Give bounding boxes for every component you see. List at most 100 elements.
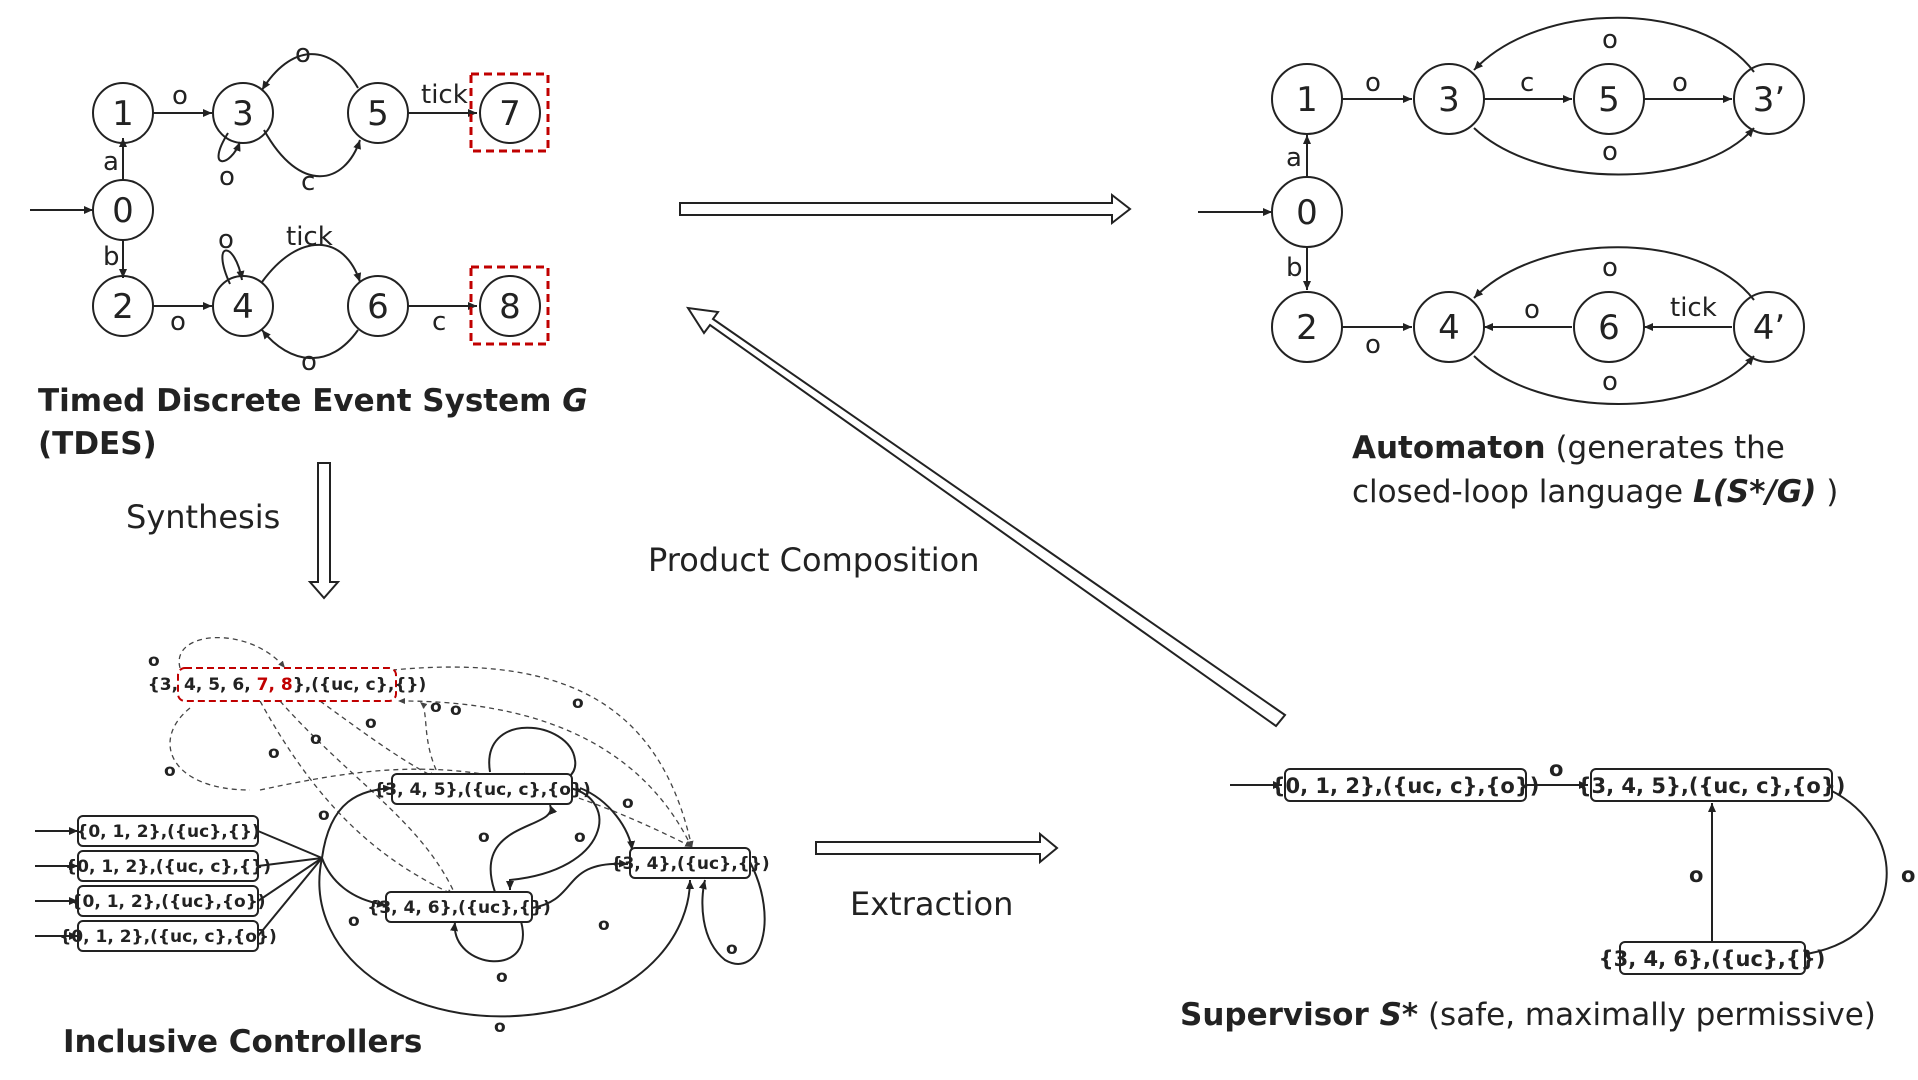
tdes-state-1-label: 1 bbox=[112, 94, 134, 134]
auto-label-tick-4p-6: tick bbox=[1670, 293, 1717, 323]
incl-dashed-top-to-34 bbox=[259, 768, 693, 848]
incl-merge-3 bbox=[257, 857, 323, 902]
incl-merge-2 bbox=[257, 857, 323, 867]
sup-box-346 bbox=[1619, 941, 1806, 975]
auto-state-2-label: 2 bbox=[1296, 308, 1318, 348]
tdes-label-o-loop-4: o bbox=[218, 225, 234, 255]
incl-dashed-top-to-345 bbox=[319, 700, 437, 779]
tdes-caption-line2: (TDES) bbox=[38, 426, 157, 462]
auto-state-6 bbox=[1573, 291, 1645, 363]
tdes-label-o-6-4: o bbox=[301, 347, 317, 377]
auto-label-o-2-4: o bbox=[1365, 330, 1381, 360]
auto-state-3 bbox=[1413, 63, 1485, 135]
tdes-label-c-6-8: c bbox=[432, 307, 446, 337]
incl-dashed-top-to-34b bbox=[373, 666, 694, 849]
tdes-state-6-label: 6 bbox=[367, 287, 389, 327]
incl-loop-346 bbox=[450, 917, 524, 963]
incl-o-5: o bbox=[430, 697, 442, 717]
incl-box-34 bbox=[629, 847, 751, 879]
inclusive-boxes: {3, 4, 5, 6, 7, 8},({uc, c},{}) {3, 4, 5… bbox=[59, 667, 770, 952]
auto-label-o-1-3: o bbox=[1365, 68, 1381, 98]
incl-box-345-label: {3, 4, 5},({uc, c},{o}) bbox=[373, 780, 591, 800]
incl-init-box-4 bbox=[77, 920, 259, 952]
automaton-caption-line1: Automaton (generates the bbox=[1352, 430, 1785, 466]
incl-merge-1 bbox=[257, 830, 323, 859]
incl-dashed-345-to-top bbox=[419, 701, 441, 779]
tdes-edge-6-4 bbox=[261, 329, 359, 360]
incl-dashed-34-to-top bbox=[397, 697, 693, 849]
product-composition-label: Product Composition bbox=[648, 541, 980, 579]
tdes-state-5 bbox=[347, 82, 409, 144]
incl-o-1: o bbox=[148, 651, 160, 671]
auto-state-0 bbox=[1271, 176, 1343, 248]
extraction-arrow-right bbox=[815, 831, 1059, 865]
incl-o-12: o bbox=[574, 827, 586, 847]
auto-edge-4-4p-bottom bbox=[1473, 355, 1755, 405]
incl-o-17: o bbox=[494, 1017, 506, 1037]
incl-o-6: o bbox=[268, 743, 280, 763]
synthesis-label: Synthesis bbox=[126, 498, 280, 536]
auto-edge-3p-3-top bbox=[1473, 16, 1755, 73]
incl-edge-345-34 bbox=[579, 787, 636, 851]
tdes-label-tick-5-7: tick bbox=[421, 80, 468, 110]
incl-dashed-loop-top bbox=[178, 636, 286, 669]
incl-edge-346-34 bbox=[531, 859, 629, 909]
tdes-state-2 bbox=[92, 275, 154, 337]
auto-state-3p-label: 3’ bbox=[1753, 80, 1785, 120]
sup-box-345-label: {3, 4, 5},({uc, c},{o}) bbox=[1577, 774, 1846, 798]
incl-loop-34 bbox=[698, 861, 766, 965]
incl-o-14: o bbox=[598, 915, 610, 935]
incl-o-10: o bbox=[622, 793, 634, 813]
incl-init-box-1-label: {0, 1, 2},({uc},{}) bbox=[76, 822, 260, 842]
extraction-label: Extraction bbox=[850, 885, 1013, 923]
tdes-caption-line1: Timed Discrete Event System G bbox=[38, 383, 588, 419]
automaton-graph bbox=[1198, 16, 1805, 405]
product-arrow-diagonal bbox=[685, 306, 1287, 728]
incl-init-box-2-label: {0, 1, 2},({uc, c},{}) bbox=[65, 857, 271, 877]
incl-o-3: o bbox=[572, 693, 584, 713]
inclusive-caption: Inclusive Controllers bbox=[63, 1024, 422, 1060]
auto-state-4p-label: 4’ bbox=[1753, 308, 1785, 348]
incl-edge-init-345 bbox=[321, 784, 393, 859]
tdes-edge-5-3 bbox=[261, 53, 359, 91]
auto-label-o-top-2: o bbox=[1602, 253, 1618, 283]
incl-box-345 bbox=[391, 773, 573, 805]
auto-state-4-label: 4 bbox=[1438, 308, 1460, 348]
incl-init-box-1 bbox=[77, 815, 259, 847]
incl-init-box-4-label: {0, 1, 2},({uc, c},{o}) bbox=[59, 927, 277, 947]
tdes-state-5-label: 5 bbox=[367, 94, 389, 134]
tdes-state-3-label: 3 bbox=[232, 94, 254, 134]
tdes-graph bbox=[30, 53, 550, 360]
incl-init-box-3 bbox=[77, 885, 259, 917]
incl-o-16: o bbox=[726, 939, 738, 959]
tdes-state-7 bbox=[479, 82, 541, 144]
auto-state-1 bbox=[1271, 63, 1343, 135]
sup-o-345-346: o bbox=[1901, 863, 1915, 887]
incl-dashed-top-to-346b bbox=[279, 700, 455, 893]
sup-o-012-345: o bbox=[1549, 757, 1563, 781]
tdes-label-o-1-3: o bbox=[172, 81, 188, 111]
tdes-label-tick-4-6: tick bbox=[286, 222, 333, 252]
auto-label-o-top: o bbox=[1602, 25, 1618, 55]
tdes-self-loop-4 bbox=[221, 249, 245, 285]
tdes-labels: 0 1 2 3 4 5 6 7 8 a b o o o c tick o o t… bbox=[38, 39, 588, 462]
auto-label-o-bottom: o bbox=[1602, 137, 1618, 167]
tdes-state-8-label: 8 bbox=[499, 287, 521, 327]
auto-state-1-label: 1 bbox=[1296, 80, 1318, 120]
sup-box-012 bbox=[1284, 768, 1527, 802]
auto-edge-4p-4-top bbox=[1473, 246, 1755, 301]
tdes-state-7-label: 7 bbox=[499, 94, 521, 134]
sup-edge-345-346 bbox=[1799, 789, 1888, 958]
tdes-label-c-3-5: c bbox=[301, 167, 315, 197]
incl-box-top-outline bbox=[177, 667, 397, 702]
sup-box-346-label: {3, 4, 6},({uc},{}) bbox=[1599, 947, 1826, 971]
tdes-state-2-label: 2 bbox=[112, 287, 134, 327]
tdes-edge-3-5 bbox=[263, 129, 361, 178]
tdes-state-4-label: 4 bbox=[232, 287, 254, 327]
incl-edge-345-346 bbox=[506, 787, 601, 890]
incl-o-13: o bbox=[348, 911, 360, 931]
incl-o-11: o bbox=[478, 827, 490, 847]
auto-state-3p bbox=[1733, 63, 1805, 135]
auto-state-5 bbox=[1573, 63, 1645, 135]
supervisor-caption: Supervisor S* (safe, maximally permissiv… bbox=[1180, 997, 1876, 1033]
